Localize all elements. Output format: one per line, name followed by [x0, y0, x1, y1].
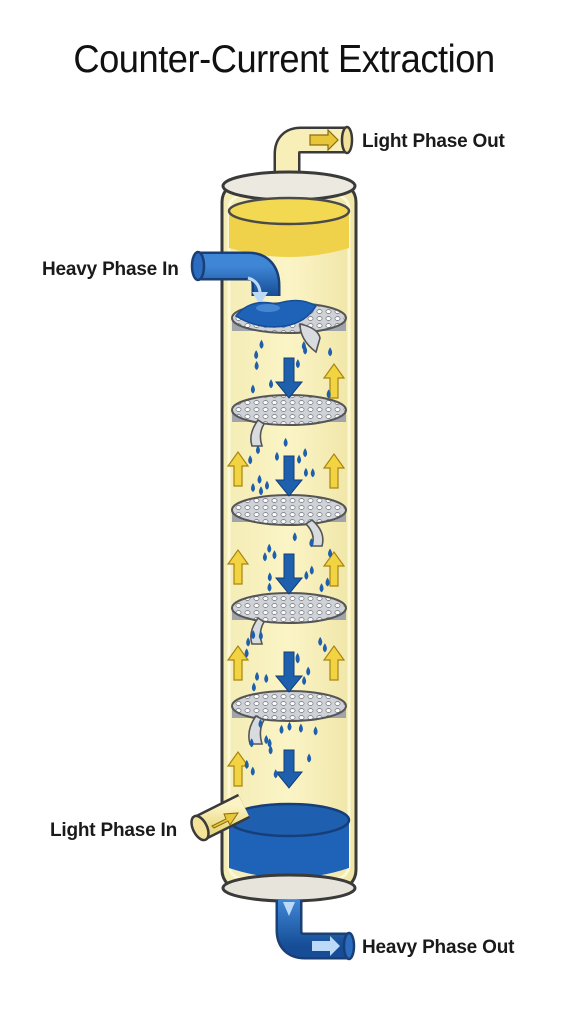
page-title: Counter-Current Extraction — [73, 38, 495, 81]
droplet-icon — [298, 723, 303, 733]
droplet-icon — [254, 350, 259, 360]
droplet-icon — [258, 486, 263, 496]
flow-arrow-icon — [309, 128, 339, 152]
droplet-icon — [244, 648, 249, 658]
droplet-icon — [269, 379, 274, 389]
droplet-icon — [313, 726, 318, 736]
droplet-icon — [309, 565, 314, 575]
droplet-icon — [258, 719, 263, 729]
droplet-icon — [328, 548, 333, 558]
flow-arrow-icon — [274, 455, 304, 497]
droplet-icon — [302, 675, 307, 685]
droplet-icon — [307, 753, 312, 763]
droplet-icon — [264, 734, 269, 744]
heavy-phase-layer — [221, 802, 357, 903]
flow-arrow-icon — [252, 292, 268, 305]
heavy-phase-out-pipe — [275, 900, 356, 961]
heavy-phase-in-label: Heavy Phase In — [42, 259, 179, 280]
droplet-icon — [267, 543, 272, 553]
heavy-phase-in-pipe — [190, 250, 281, 305]
droplet-icon — [310, 468, 315, 478]
flow-arrow-icon — [211, 812, 239, 829]
droplet-icon — [265, 480, 270, 490]
droplet-icon — [246, 637, 251, 647]
droplet-icon — [250, 384, 255, 394]
flow-arrow-icon — [283, 902, 295, 916]
droplet-icon — [279, 724, 284, 734]
droplet-icon — [267, 582, 272, 592]
droplet-icon — [250, 766, 255, 776]
light-phase-in-label: Light Phase In — [50, 820, 177, 841]
droplet-icon — [274, 451, 279, 461]
flow-arrow-icon — [274, 357, 304, 399]
flow-arrow-icon — [226, 750, 250, 787]
droplet-icon — [325, 577, 330, 587]
droplet-icon — [251, 682, 256, 692]
droplet-icon — [267, 738, 272, 748]
flow-arrow-icon — [322, 362, 346, 399]
droplet-icon — [264, 673, 269, 683]
droplet-icon — [244, 759, 249, 769]
droplet-icon — [295, 359, 300, 369]
sieve-tray-5 — [231, 690, 347, 745]
flow-arrow-icon — [322, 452, 346, 489]
droplet-icon — [249, 738, 254, 748]
droplet-icon — [268, 745, 273, 755]
heavy-phase-droplets — [244, 339, 333, 779]
droplet-icon — [257, 474, 262, 484]
droplet-icon — [272, 550, 277, 560]
light-phase-out-label: Light Phase Out — [362, 131, 506, 152]
droplet-icon — [248, 455, 253, 465]
droplet-icon — [258, 631, 263, 641]
flow-arrow-icon — [312, 936, 340, 956]
flow-arrow-icon — [322, 550, 346, 587]
droplet-icon — [303, 467, 308, 477]
droplet-icon — [251, 630, 256, 640]
droplet-icon — [306, 666, 311, 676]
light-phase-out-pipe — [273, 125, 354, 190]
droplet-icon — [254, 360, 259, 370]
droplet-icon — [287, 721, 292, 731]
droplet-icon — [255, 671, 260, 681]
flow-arrow-icon — [274, 553, 304, 595]
droplet-icon — [292, 532, 297, 542]
droplet-icon — [322, 643, 327, 653]
droplet-icon — [319, 583, 324, 593]
droplet-icon — [295, 654, 300, 664]
light-phase-flow-arrows — [226, 362, 346, 787]
flow-arrow-icon — [226, 450, 250, 487]
droplet-icon — [303, 345, 308, 355]
droplet-icon — [259, 339, 264, 349]
droplet-icon — [255, 445, 260, 455]
droplet-icon — [309, 538, 314, 548]
droplet-icon — [328, 347, 333, 357]
sieve-tray-2 — [231, 394, 347, 447]
flow-arrow-icon — [274, 749, 304, 789]
droplet-icon — [297, 454, 302, 464]
droplet-icon — [283, 437, 288, 447]
heavy-phase-out-label: Heavy Phase Out — [362, 937, 515, 958]
flow-arrow-icon — [226, 644, 250, 681]
droplet-icon — [326, 389, 331, 399]
droplet-icon — [273, 769, 278, 779]
droplet-icon — [304, 570, 309, 580]
flow-arrow-icon — [322, 644, 346, 681]
droplet-icon — [318, 636, 323, 646]
light-phase-in-pipe — [190, 793, 251, 842]
droplet-icon — [303, 448, 308, 458]
droplet-icon — [262, 552, 267, 562]
flow-arrow-icon — [226, 548, 250, 585]
droplet-icon — [251, 483, 256, 493]
sieve-tray-1 — [231, 299, 347, 354]
droplet-icon — [267, 572, 272, 582]
flow-arrow-icon — [274, 651, 304, 693]
heavy-phase-flow-arrows — [274, 357, 304, 789]
